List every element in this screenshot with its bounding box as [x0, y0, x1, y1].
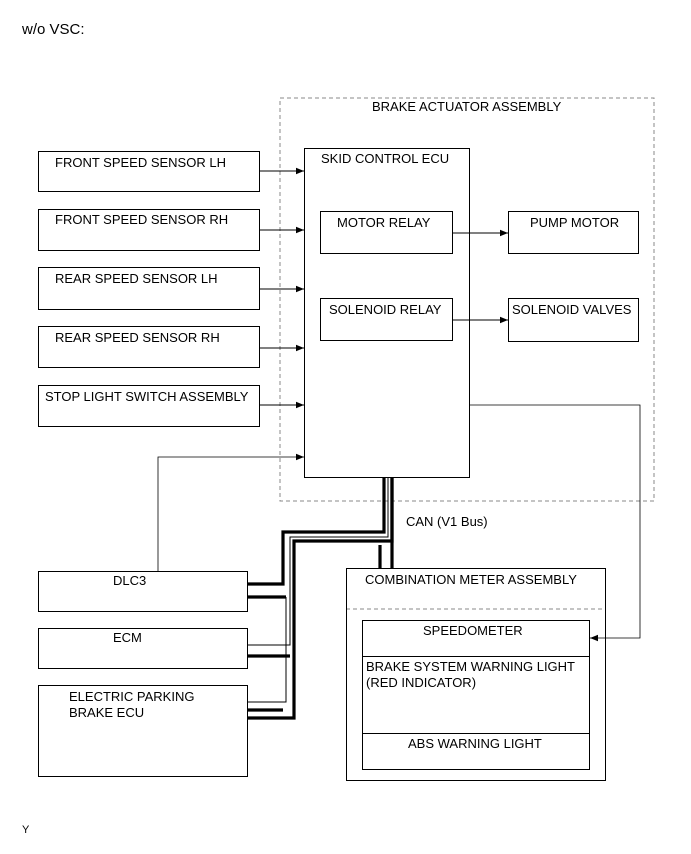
abs-warning-label: ABS WARNING LIGHT — [408, 736, 542, 751]
variant-label: w/o VSC: — [22, 21, 85, 38]
can-bus-label: CAN (V1 Bus) — [406, 514, 488, 529]
motor-relay-box: MOTOR RELAY — [320, 211, 453, 254]
solenoid-valves-label: SOLENOID VALVES — [512, 302, 632, 317]
solenoid-relay-box: SOLENOID RELAY — [320, 298, 453, 341]
ecm-box: ECM — [38, 628, 248, 669]
epb-label-line2: BRAKE ECU — [69, 705, 145, 720]
brake-warning-label-line1: BRAKE SYSTEM WARNING LIGHT — [366, 659, 575, 674]
speedometer-divider — [362, 656, 590, 657]
pump-motor-label: PUMP MOTOR — [530, 215, 620, 230]
dlc3-label: DLC3 — [113, 573, 147, 588]
can-bus-cable — [248, 478, 394, 720]
rear-speed-sensor-lh-box: REAR SPEED SENSOR LH — [38, 267, 260, 310]
combination-meter-title: COMBINATION METER ASSEMBLY — [365, 572, 577, 587]
skid-control-ecu-label: SKID CONTROL ECU — [321, 151, 450, 166]
combination-meter-box: COMBINATION METER ASSEMBLY — [346, 568, 606, 781]
stop-light-switch-box: STOP LIGHT SWITCH ASSEMBLY — [38, 385, 260, 427]
speedometer-label: SPEEDOMETER — [423, 623, 523, 638]
rear-speed-sensor-rh-box: REAR SPEED SENSOR RH — [38, 326, 260, 368]
motor-relay-label: MOTOR RELAY — [337, 215, 431, 230]
ecm-label: ECM — [113, 630, 142, 645]
solenoid-valves-box: SOLENOID VALVES — [508, 298, 639, 342]
pump-motor-box: PUMP MOTOR — [508, 211, 639, 254]
brake-actuator-title: BRAKE ACTUATOR ASSEMBLY — [372, 99, 562, 114]
front-speed-sensor-lh-label: FRONT SPEED SENSOR LH — [55, 155, 226, 170]
electric-parking-brake-ecu-box: ELECTRIC PARKING BRAKE ECU — [38, 685, 248, 777]
abs-divider — [362, 733, 590, 734]
skid-control-ecu-box: SKID CONTROL ECU — [304, 148, 470, 478]
brake-actuator-enclosure — [279, 97, 655, 502]
front-speed-sensor-lh-box: FRONT SPEED SENSOR LH — [38, 151, 260, 192]
epb-label-line1: ELECTRIC PARKING — [69, 689, 195, 704]
front-speed-sensor-rh-box: FRONT SPEED SENSOR RH — [38, 209, 260, 251]
footer-code: Y — [22, 824, 30, 836]
rear-speed-sensor-rh-label: REAR SPEED SENSOR RH — [55, 330, 220, 345]
ecu-to-speedometer-line — [470, 404, 641, 642]
dlc3-direct-line — [157, 453, 304, 571]
front-speed-sensor-rh-label: FRONT SPEED SENSOR RH — [55, 212, 229, 227]
speedometer-box: SPEEDOMETER — [362, 620, 590, 770]
stop-light-switch-label: STOP LIGHT SWITCH ASSEMBLY — [45, 389, 249, 404]
rear-speed-sensor-lh-label: REAR SPEED SENSOR LH — [55, 271, 218, 286]
solenoid-relay-label: SOLENOID RELAY — [329, 302, 442, 317]
brake-warning-label-line2: (RED INDICATOR) — [366, 675, 477, 690]
dlc3-box: DLC3 — [38, 571, 248, 612]
